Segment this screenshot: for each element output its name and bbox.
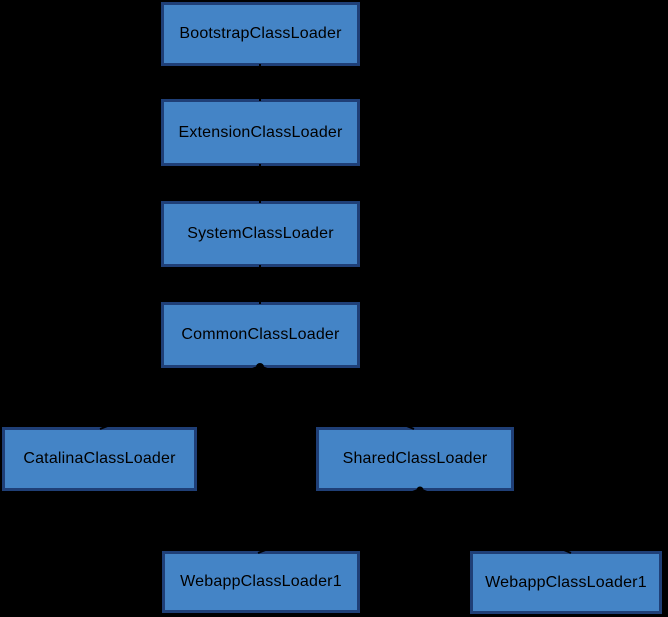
node-label: CommonClassLoader <box>181 326 340 343</box>
edge-shared-webapp-right <box>419 488 572 554</box>
node-label: BootstrapClassLoader <box>179 25 342 42</box>
edge-shared-webapp-left <box>257 488 421 554</box>
edge-common-catalina <box>99 365 261 430</box>
node-webapp-classloader-left: WebappClassLoader1 <box>162 551 360 613</box>
node-extension-classloader: ExtensionClassLoader <box>161 99 360 166</box>
node-system-classloader: SystemClassLoader <box>161 201 360 267</box>
node-label: CatalinaClassLoader <box>23 450 176 467</box>
node-catalina-classloader: CatalinaClassLoader <box>2 427 197 491</box>
node-label: SystemClassLoader <box>187 225 334 242</box>
node-bootstrap-classloader: BootstrapClassLoader <box>161 2 360 66</box>
edge-common-shared <box>259 365 415 430</box>
node-shared-classloader: SharedClassLoader <box>316 427 514 491</box>
node-label: WebappClassLoader1 <box>180 573 342 590</box>
node-label: SharedClassLoader <box>342 450 488 467</box>
node-common-classloader: CommonClassLoader <box>161 302 360 368</box>
node-label: WebappClassLoader1 <box>485 573 647 591</box>
node-webapp-classloader-right: WebappClassLoader1 <box>470 551 662 614</box>
node-label: ExtensionClassLoader <box>178 123 343 141</box>
